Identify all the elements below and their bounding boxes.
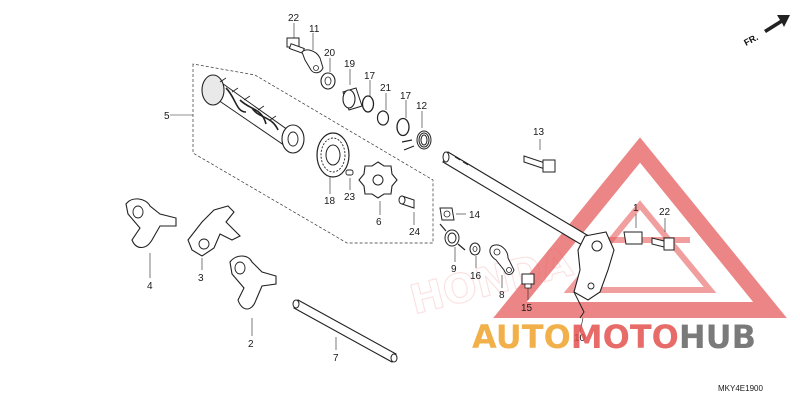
callout-23: 23 — [344, 192, 356, 203]
diagram-code: MKY4E1900 — [718, 384, 763, 393]
callout-4: 4 — [147, 281, 153, 292]
brand-watermark: AUTOMOTOHUB — [472, 318, 756, 356]
bolt-15 — [521, 273, 535, 300]
brand-wordmark: AUTOMOTOHUB — [472, 318, 756, 356]
shift-fork-2 — [229, 255, 277, 336]
stopper-arm-8 — [489, 244, 515, 288]
fork-shaft-7 — [292, 299, 398, 363]
fr-label: FR. — [742, 32, 759, 48]
callout-3: 3 — [198, 273, 204, 284]
bearing-18 — [316, 132, 350, 194]
bolt-14 — [439, 207, 466, 221]
stopper-plate-11 — [301, 33, 324, 74]
plate-1 — [623, 214, 643, 245]
callout-18: 18 — [324, 196, 336, 207]
callout-17-a: 17 — [364, 71, 376, 82]
gearshift-spindle — [442, 151, 593, 249]
collar-19 — [342, 69, 363, 111]
callout-20: 20 — [324, 48, 336, 59]
circlip-17-b — [396, 100, 410, 137]
callout-13: 13 — [533, 127, 545, 138]
ring-21 — [376, 93, 390, 126]
callout-labels: 22 11 20 19 17 21 17 12 5 18 23 6 24 13 … — [147, 13, 671, 364]
callout-21: 21 — [380, 83, 392, 94]
callout-17-b: 17 — [400, 91, 412, 102]
callout-10: 10 — [574, 333, 586, 344]
callout-6: 6 — [376, 217, 382, 228]
shift-drum-5 — [170, 74, 305, 154]
callout-22-right: 22 — [659, 207, 671, 218]
callout-5: 5 — [164, 111, 170, 122]
washer-20 — [320, 58, 336, 90]
callout-11: 11 — [309, 24, 320, 35]
shift-fork-3 — [187, 205, 241, 270]
callout-8: 8 — [499, 290, 505, 301]
front-direction-indicator: FR. — [742, 15, 790, 48]
callout-22-top: 22 — [288, 13, 300, 24]
spring-9 — [439, 223, 466, 262]
bolt-22-right — [651, 218, 675, 251]
arrow-icon — [764, 15, 790, 33]
stud-bolt-13 — [523, 139, 556, 173]
pin-23 — [345, 169, 354, 190]
washer-16 — [469, 242, 481, 268]
callout-19: 19 — [344, 59, 356, 70]
circlip-17-a — [361, 80, 375, 113]
callout-12: 12 — [416, 101, 428, 112]
callout-16: 16 — [470, 271, 482, 282]
spring-12 — [401, 111, 432, 151]
bolt-24 — [398, 195, 415, 225]
shift-arm-10 — [573, 231, 615, 333]
callout-1: 1 — [633, 203, 639, 214]
star-plate-6 — [358, 161, 398, 215]
callout-14: 14 — [469, 210, 481, 221]
callout-15: 15 — [521, 303, 533, 314]
callout-24: 24 — [409, 227, 421, 238]
callout-9: 9 — [451, 264, 457, 275]
bolt-22-top — [286, 23, 305, 54]
callout-2: 2 — [248, 339, 254, 350]
shift-fork-4 — [125, 198, 177, 278]
callout-7: 7 — [333, 353, 339, 364]
